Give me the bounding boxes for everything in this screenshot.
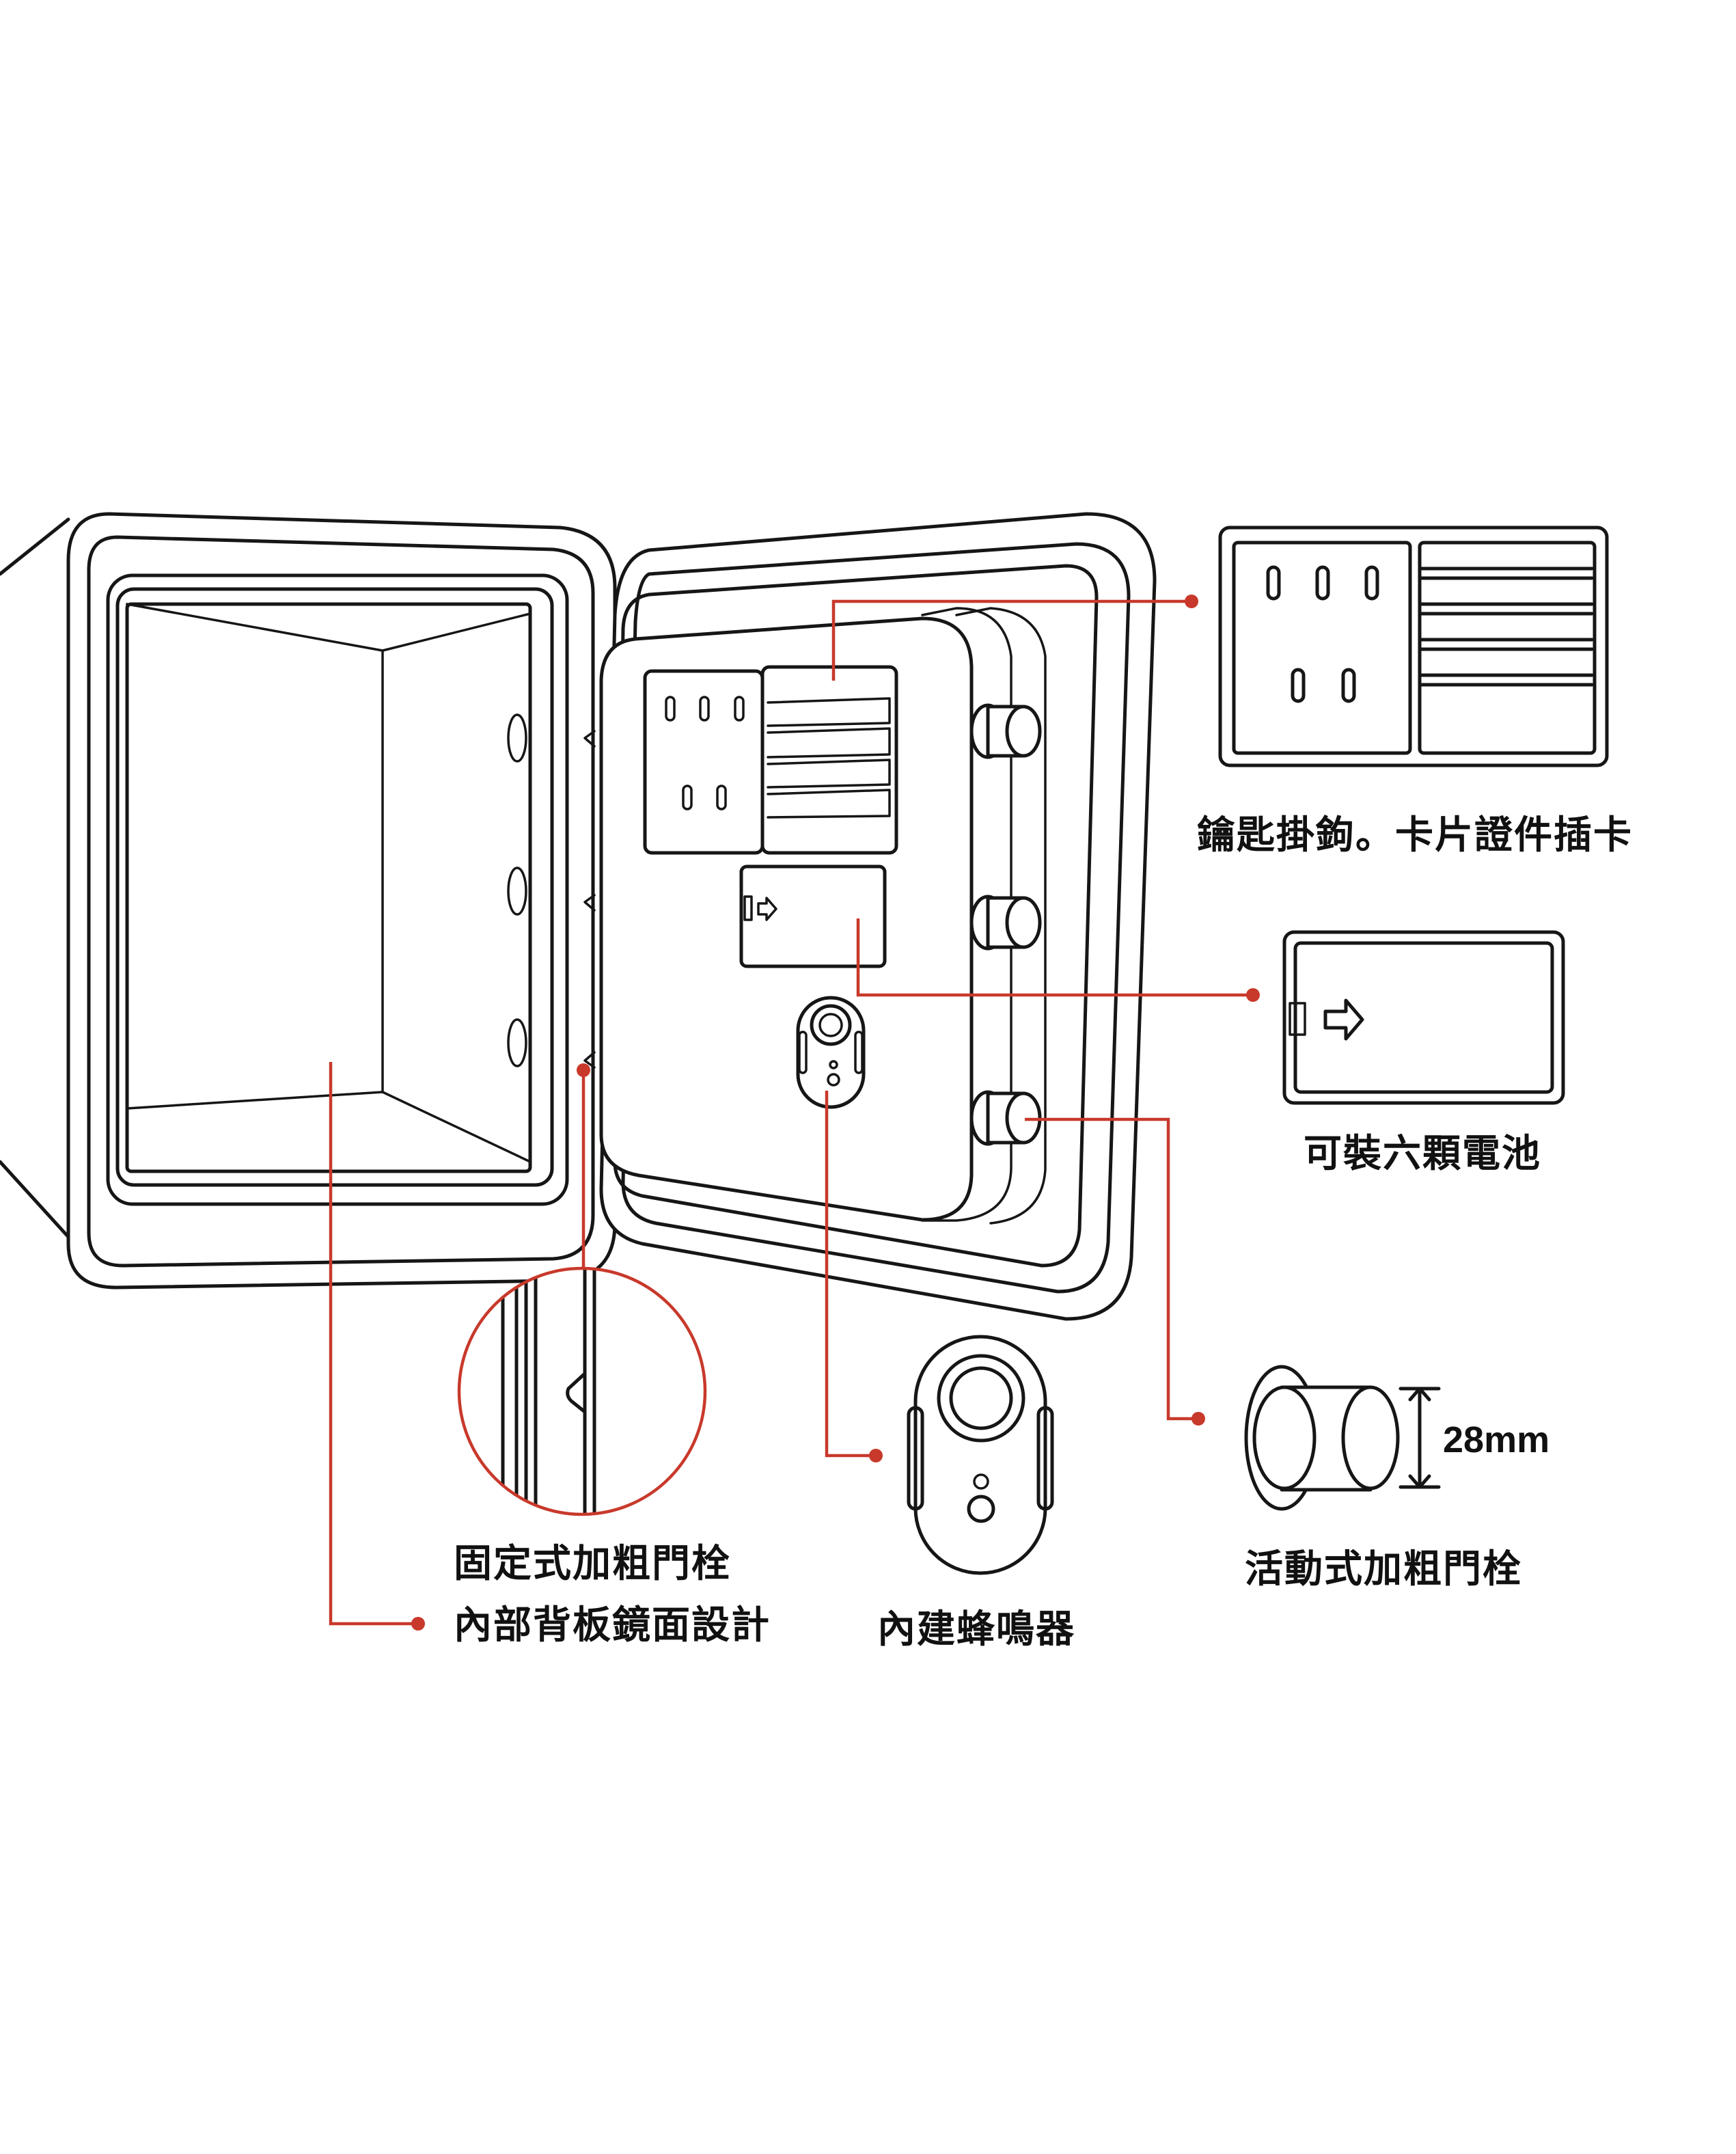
battery-cover	[739, 864, 887, 968]
door-inner-step-2	[955, 607, 1047, 1225]
buzzer-detail	[907, 1335, 1054, 1575]
movable-bolt-label: 活動式加粗門栓	[1245, 1547, 1522, 1592]
movable-bolt	[969, 895, 1042, 951]
callout-movable-bolt	[1025, 1117, 1198, 1421]
safe-body	[0, 512, 617, 1290]
callout-key-card	[831, 599, 1191, 681]
buzzer-speaker	[810, 1004, 852, 1046]
key-hook-slots	[665, 696, 745, 810]
safe-door	[583, 512, 1157, 1321]
card-slots-detail	[1419, 567, 1594, 687]
fixed-bolt-hole	[507, 1018, 527, 1067]
buzzer-button	[967, 1495, 995, 1523]
battery-cover-detail	[1282, 930, 1565, 1105]
callout-mirror-back	[329, 1062, 418, 1626]
callout-battery	[856, 918, 1253, 997]
movable-bolt	[969, 703, 1042, 759]
arrow-right-icon	[1323, 998, 1364, 1041]
body-frame-ring-1	[87, 535, 595, 1268]
door-ring-2	[613, 564, 1099, 1268]
movable-bolt-detail	[1244, 1365, 1441, 1511]
callout-buzzer	[825, 1091, 876, 1458]
callout-lines	[329, 595, 1260, 1631]
bolt-size-label: 28mm	[1443, 1419, 1550, 1460]
body-frame-ring-2	[106, 573, 569, 1206]
key-hook-slots-detail	[1266, 565, 1379, 703]
battery-cover-latch	[743, 895, 753, 921]
fixed-bolt-label: 固定式加粗門栓	[454, 1542, 731, 1586]
buzzer-housing	[796, 996, 866, 1109]
dimension-marker	[1399, 1387, 1441, 1489]
hinge-nub	[583, 894, 596, 912]
fixed-bolt-hole	[507, 713, 527, 763]
interior-back-wall	[126, 603, 532, 1163]
key-card-detail	[1218, 526, 1609, 767]
card-holder-plate	[760, 665, 898, 855]
fixed-bolt-hole	[507, 867, 527, 916]
door-ring-1	[621, 542, 1131, 1294]
hinge-nub	[583, 730, 596, 748]
buzzer-led	[829, 1060, 838, 1069]
body-top-edge	[0, 517, 70, 576]
fixed-bolt-magnifier	[457, 1266, 707, 1516]
battery-label: 可裝六顆電池	[1304, 1132, 1541, 1176]
fixed-bolt-profile	[566, 1372, 587, 1414]
door-inner-panel	[599, 616, 974, 1222]
key-hook-card-label: 鑰匙掛鉤。卡片證件插卡	[1197, 813, 1633, 858]
movable-bolt	[969, 1090, 1042, 1146]
buzzer-led	[973, 1473, 989, 1490]
body-frame-ring-3	[115, 587, 554, 1187]
body-bottom-edge	[0, 1160, 70, 1239]
interior-corner-lines	[126, 603, 384, 1093]
mirror-back-label: 內部背板鏡面設計	[454, 1603, 771, 1648]
card-slots	[767, 697, 891, 819]
arrow-right-icon	[757, 897, 777, 921]
buzzer-label: 內建蜂鳴器	[877, 1607, 1075, 1652]
hinge-nub	[583, 1051, 596, 1069]
buzzer-button	[827, 1073, 840, 1087]
